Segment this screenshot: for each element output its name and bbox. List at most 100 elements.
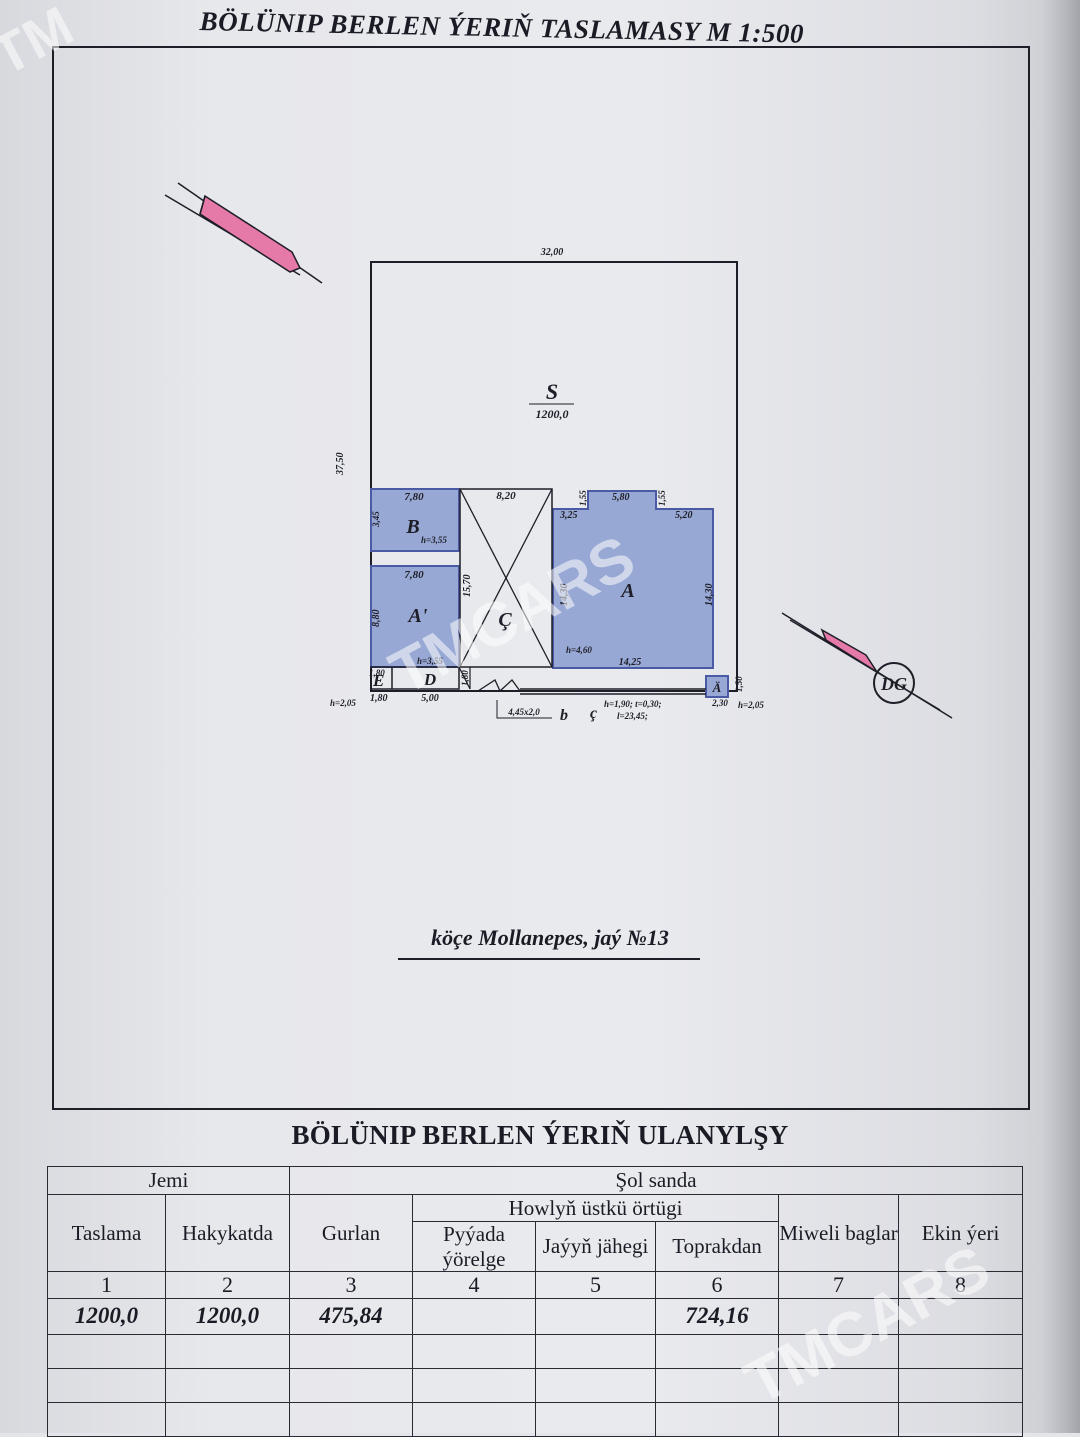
empty-cell	[778, 1368, 900, 1403]
empty-cell	[898, 1402, 1024, 1437]
a2-side: 1,50	[734, 676, 744, 692]
fence	[470, 679, 706, 719]
col-header-2: Hakykatda	[164, 1194, 291, 1272]
compass-label: DG	[880, 674, 907, 694]
fence-letter: ç	[590, 705, 597, 722]
page-edge-shadow	[1042, 0, 1080, 1433]
d-letter: D	[423, 670, 436, 689]
empty-cell	[289, 1368, 414, 1403]
empty-cell	[164, 1368, 291, 1403]
header-cover: Howlyň üstkü örtügi	[412, 1194, 780, 1222]
land-usage-table: Jemi Şol sanda Taslama Hakykatda Gurlan …	[46, 1166, 1024, 1437]
parcel-boundary	[370, 261, 738, 692]
street-address: köçe Mollanepes, jaý №13	[431, 925, 669, 950]
empty-cell	[898, 1368, 1024, 1403]
compass-arrow-icon	[781, 612, 953, 719]
annex-d	[370, 666, 460, 690]
gate-letter: b	[560, 707, 568, 724]
col-number-5: 5	[535, 1271, 657, 1299]
empty-cell	[655, 1334, 780, 1369]
e-height: h=2,05	[330, 698, 356, 708]
fence-spec-1: h=1,90; t=0,30;	[604, 699, 662, 709]
value-cell	[535, 1298, 657, 1335]
col-header-7: Miweli baglar	[778, 1194, 900, 1272]
col-header-6: Toprakdan	[655, 1221, 780, 1272]
header-among: Şol sanda	[289, 1166, 1024, 1195]
a-dim-6: 14,30	[559, 584, 570, 607]
a-dim-4: 1,55	[578, 490, 588, 506]
empty-cell	[164, 1334, 291, 1369]
value-cell: 724,16	[655, 1298, 780, 1335]
col-header-4: Pyýada ýörelge	[412, 1221, 537, 1272]
parcel-width: 32,00	[540, 247, 564, 258]
col-number-7: 7	[778, 1271, 900, 1299]
e-side: 1,80	[369, 668, 385, 678]
value-cell	[778, 1298, 900, 1335]
usage-title: BÖLÜNIP BERLEN ÝERIŇ ULANYLŞY	[291, 1120, 789, 1150]
a-dim-3: 5,20	[675, 510, 693, 521]
header-total: Jemi	[46, 1166, 291, 1195]
col-header-3: Gurlan	[289, 1194, 414, 1272]
empty-cell	[655, 1402, 780, 1437]
empty-cell	[778, 1402, 900, 1437]
a-dim-7: 14,30	[704, 584, 715, 607]
courtyard-width: 8,20	[496, 490, 516, 502]
plan-frame	[52, 46, 1030, 1110]
value-cell	[412, 1298, 537, 1335]
value-cell: 475,84	[289, 1298, 414, 1335]
empty-cell	[535, 1402, 657, 1437]
a-prime-height: h=3,55	[417, 656, 443, 666]
empty-cell	[412, 1402, 537, 1437]
e-letter: E	[372, 671, 384, 690]
empty-cell	[535, 1368, 657, 1403]
empty-cell	[164, 1402, 291, 1437]
a2-height: h=2,05	[738, 700, 764, 710]
courtyard	[459, 488, 553, 668]
d-width: 5,00	[421, 693, 439, 704]
b-side: 3,45	[371, 511, 381, 528]
building-b	[370, 488, 460, 552]
empty-cell	[412, 1334, 537, 1369]
empty-cell	[289, 1402, 414, 1437]
annex-a-umlaut	[705, 675, 729, 698]
empty-cell	[898, 1334, 1024, 1369]
col-number-8: 8	[898, 1271, 1024, 1299]
empty-cell	[655, 1368, 780, 1403]
value-cell: 1200,0	[164, 1298, 291, 1335]
a-dim-1: 3,25	[559, 510, 578, 521]
a2-letter: Ä	[712, 680, 722, 695]
col-header-1: Taslama	[47, 1194, 166, 1272]
parcel-letter: S	[546, 379, 558, 404]
building-a	[552, 490, 714, 669]
a-dim-2: 5,80	[612, 492, 630, 503]
empty-cell	[47, 1402, 166, 1437]
empty-cell	[47, 1334, 166, 1369]
col-header-8: Ekin ýeri	[898, 1194, 1024, 1272]
building-a-prime	[370, 565, 460, 668]
courtyard-length: 15,70	[462, 575, 473, 598]
empty-cell	[535, 1334, 657, 1369]
gate-size: 4,45x2,0	[507, 707, 540, 717]
b-height: h=3,55	[421, 535, 447, 545]
parcel-area: 1200,0	[536, 407, 569, 421]
empty-cell	[47, 1368, 166, 1403]
a-letter: A	[619, 580, 634, 602]
site-plan-drawing: 32,00 37,50 S 1200,0 7,80 B 3,45 h=3,55 …	[164, 182, 953, 724]
d-side: 1,80	[460, 670, 470, 686]
a-dim-5: 1,55	[657, 490, 667, 506]
value-cell: 1200,0	[47, 1298, 166, 1335]
courtyard-letter: Ç	[498, 609, 512, 631]
b-width: 7,80	[404, 491, 424, 503]
empty-cell	[778, 1334, 900, 1369]
parcel-depth: 37,50	[335, 453, 346, 477]
street-underline	[398, 958, 700, 960]
a-prime-letter: A'	[407, 605, 428, 627]
a-dim-8: 14,25	[619, 657, 642, 668]
col-number-4: 4	[412, 1271, 537, 1299]
a-prime-side: 8,80	[371, 610, 382, 628]
empty-cell	[412, 1368, 537, 1403]
col-number-3: 3	[289, 1271, 414, 1299]
fence-spec-2: l=23,45;	[617, 711, 648, 721]
empty-cell	[289, 1334, 414, 1369]
a-prime-width: 7,80	[404, 569, 424, 581]
